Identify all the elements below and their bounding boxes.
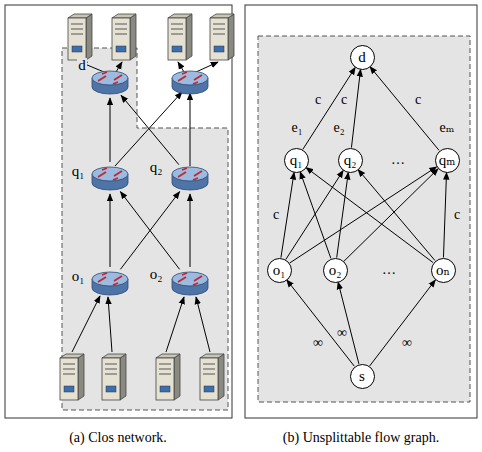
router-label: o₂ bbox=[149, 267, 164, 283]
router-label: q₂ bbox=[149, 160, 164, 176]
edge-arrow bbox=[306, 167, 433, 262]
panel-frame bbox=[5, 5, 232, 418]
edge-name: e₁ bbox=[290, 121, 303, 136]
vertex-label: d bbox=[358, 50, 366, 65]
link-line bbox=[115, 92, 182, 166]
graph-vertex: s bbox=[350, 364, 375, 389]
edge-arrow bbox=[120, 192, 179, 270]
edge-arrow bbox=[286, 171, 343, 260]
router-icon bbox=[92, 272, 128, 295]
server-icon bbox=[60, 354, 84, 400]
server-icon bbox=[210, 14, 234, 60]
caption: (b) Unsplittable flow graph. bbox=[283, 431, 439, 446]
graph-vertex: q₁ bbox=[284, 148, 309, 173]
router-node: d bbox=[90, 66, 130, 98]
capacity-label: ∞ bbox=[312, 336, 324, 351]
edge-name: e₂ bbox=[332, 121, 345, 136]
server-icon bbox=[200, 354, 224, 400]
ellipsis: … bbox=[390, 153, 406, 168]
link-line bbox=[190, 93, 191, 166]
edge-arrow bbox=[358, 170, 435, 261]
router-icon bbox=[92, 167, 128, 190]
edge-arrow bbox=[337, 172, 349, 257]
server-icon bbox=[156, 354, 180, 400]
server-icon bbox=[68, 14, 92, 60]
router-icon bbox=[90, 162, 130, 194]
capacity-label: c bbox=[272, 208, 280, 223]
edge-arrow bbox=[281, 172, 294, 257]
server-icon bbox=[168, 14, 192, 60]
router-icon bbox=[172, 272, 208, 295]
capacity-label: c bbox=[314, 93, 322, 108]
group-region bbox=[62, 48, 228, 410]
link-line bbox=[178, 62, 184, 72]
vertex-label: o₂ bbox=[329, 263, 342, 278]
capacity-label: ∞ bbox=[401, 336, 413, 351]
edge-arrow bbox=[443, 172, 446, 257]
router-icon bbox=[172, 167, 208, 190]
group-region bbox=[258, 36, 470, 402]
router-icon bbox=[170, 267, 210, 299]
router-icon bbox=[172, 71, 208, 94]
router-node: q₂ bbox=[170, 162, 210, 194]
server-icon bbox=[112, 14, 136, 60]
edge-arrow bbox=[303, 68, 356, 150]
edge-arrow bbox=[370, 67, 439, 151]
graph-vertex: oₙ bbox=[431, 258, 456, 283]
graph-vertex: d bbox=[350, 45, 375, 70]
vertex-label: o₁ bbox=[273, 263, 286, 278]
vertex-label: q₂ bbox=[344, 153, 357, 168]
vertex-label: q₁ bbox=[290, 153, 303, 168]
graph-vertex: o₁ bbox=[267, 258, 292, 283]
edge-arrow bbox=[120, 192, 179, 270]
link-line bbox=[196, 62, 218, 72]
edge-arrow bbox=[289, 167, 436, 263]
router-node: o₂ bbox=[170, 267, 210, 299]
vertex-label: qₘ bbox=[439, 153, 456, 168]
capacity-label: c bbox=[453, 208, 461, 223]
router-node: q₁ bbox=[90, 162, 130, 194]
edge-name: eₘ bbox=[439, 121, 456, 136]
router-node: o₁ bbox=[90, 267, 130, 299]
router-icon bbox=[170, 162, 210, 194]
router-icon bbox=[92, 71, 128, 94]
vertex-label: s bbox=[359, 369, 365, 384]
edge-arrow bbox=[110, 98, 111, 162]
capacity-label: c bbox=[340, 93, 348, 108]
graph-vertex: q₂ bbox=[338, 148, 363, 173]
capacity-label: c bbox=[414, 93, 422, 108]
caption: (a) Clos network. bbox=[69, 431, 167, 446]
link-line bbox=[196, 297, 210, 352]
router-icon bbox=[90, 66, 130, 98]
edge-arrow bbox=[287, 280, 355, 366]
panel-frame bbox=[245, 5, 477, 418]
edge-arrow bbox=[300, 172, 331, 258]
server-icon bbox=[102, 354, 126, 400]
edge-arrow bbox=[370, 280, 436, 366]
edge-arrow bbox=[110, 194, 111, 267]
router-label: o₁ bbox=[71, 269, 86, 285]
edge-arrow bbox=[344, 169, 438, 261]
link-line bbox=[116, 62, 122, 72]
router-icon bbox=[90, 267, 130, 299]
graph-vertex: qₘ bbox=[435, 148, 460, 173]
link-line bbox=[108, 297, 112, 352]
capacity-label: ∞ bbox=[336, 326, 348, 341]
edge-arrow bbox=[338, 282, 359, 364]
ellipsis: … bbox=[381, 263, 397, 278]
graph-vertex: o₂ bbox=[323, 258, 348, 283]
link-line bbox=[72, 296, 100, 352]
edge-arrow bbox=[351, 69, 360, 147]
edge-arrow bbox=[121, 95, 179, 164]
edge-arrow bbox=[190, 194, 191, 267]
router-label: q₁ bbox=[71, 164, 86, 180]
vertex-label: oₙ bbox=[436, 263, 450, 278]
router-label: d bbox=[77, 58, 87, 74]
link-line bbox=[166, 297, 184, 352]
